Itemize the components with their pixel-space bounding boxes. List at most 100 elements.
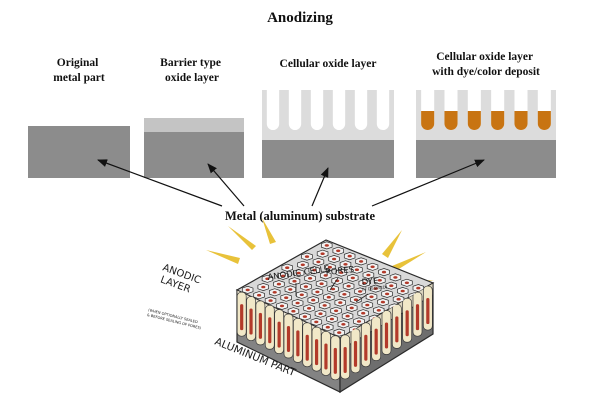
stage-3-label-line-1: Cellular oxide layer xyxy=(280,58,377,70)
hex-cell-pore xyxy=(349,306,354,310)
front-right-cell-dye xyxy=(395,316,399,343)
front-left-cell-dye xyxy=(333,347,337,374)
hex-cell-pore xyxy=(404,281,409,285)
hex-cell-pore xyxy=(323,274,328,277)
stage-2-label-line-1: Barrier type xyxy=(160,57,221,69)
stage-4-dye-deposit xyxy=(537,111,551,130)
stage-3-pore xyxy=(288,90,302,130)
hex-cell-pore xyxy=(343,263,348,266)
hex-cell-pore xyxy=(299,293,304,297)
hex-cell-pore xyxy=(358,290,363,293)
stage-2-barrier-layer xyxy=(144,118,244,132)
hex-cell-pore xyxy=(370,265,375,269)
hex-cell-pore xyxy=(329,317,334,321)
hex-cell-pore xyxy=(318,312,323,316)
hex-cell-pore xyxy=(365,303,370,307)
hex-cell-pore xyxy=(356,320,362,323)
hex-cell-pore xyxy=(373,287,378,290)
hex-cell-pore xyxy=(292,279,297,283)
stage-3-label: Cellular oxide layer xyxy=(280,58,377,70)
front-left-cell-dye xyxy=(268,317,272,344)
hex-cell-pore xyxy=(295,301,300,305)
hex-cell-pore xyxy=(314,320,319,324)
hex-cell-pore xyxy=(261,285,266,289)
hex-cell-pore xyxy=(285,266,290,270)
hex-cell-pore xyxy=(296,271,301,275)
hex-cell-pore xyxy=(325,325,330,329)
arrow-to-stage-1 xyxy=(97,159,223,207)
hex-cell-pore xyxy=(300,263,305,267)
stage-4-dye-deposit xyxy=(444,111,458,130)
stage-4-metal-block xyxy=(416,140,556,178)
hex-cell-pore xyxy=(350,276,355,280)
hex-cell-pore xyxy=(346,284,351,288)
hex-cell-pore xyxy=(319,282,324,286)
hex-cell-pore xyxy=(311,298,316,302)
hex-cell-pore xyxy=(303,285,308,288)
hex-cell-pore xyxy=(281,274,286,278)
hex-cell-pore xyxy=(332,257,337,261)
front-right-cell-dye xyxy=(343,346,347,373)
hex-cell-pore xyxy=(381,270,387,274)
hex-cell-pore xyxy=(377,279,382,282)
hex-cell-pore xyxy=(347,254,352,258)
hex-cell-pore xyxy=(308,277,313,280)
anodic-cell-cutaway xyxy=(236,285,433,381)
burst-left xyxy=(206,218,276,264)
stage-4-label-line-2: with dye/color deposit xyxy=(432,66,540,78)
hex-cell-pore xyxy=(345,314,350,318)
stage-1-metal-block xyxy=(28,126,130,178)
stage-4-pores xyxy=(421,90,551,131)
leader-dye xyxy=(355,293,369,303)
stage-4-dye-deposit xyxy=(491,111,505,131)
hex-cell-pore xyxy=(330,287,336,291)
front-left-cell-dye xyxy=(296,330,300,357)
front-right-cell-dye xyxy=(415,304,420,331)
arrow-to-stage-2 xyxy=(207,163,245,207)
stage-2-label: Barrier type oxide layer xyxy=(160,57,224,84)
hex-cell-pore xyxy=(320,252,325,255)
hex-cell-pore xyxy=(380,300,385,304)
stage-3-pore xyxy=(376,90,390,130)
hex-cell-pore xyxy=(334,309,339,313)
hex-cell-pore xyxy=(257,293,262,297)
stage-2-label-line-2: oxide layer xyxy=(165,72,219,84)
hex-cell-pore xyxy=(416,286,421,290)
front-left-cell-dye xyxy=(314,339,319,366)
hex-cell-pore xyxy=(326,295,331,299)
stage-3-pore xyxy=(266,90,280,130)
hex-cell-pore xyxy=(276,282,281,286)
leader-lines xyxy=(295,277,369,303)
hex-cell-pore xyxy=(389,284,394,288)
hex-cell-pore xyxy=(396,297,401,301)
hex-cell-pore xyxy=(362,281,367,285)
stage-1-label-line-1: Original xyxy=(57,57,99,69)
hex-cell-pore xyxy=(284,296,289,300)
stage-3-oxide-layer xyxy=(262,90,394,140)
hex-cell-pore xyxy=(338,301,343,304)
front-left-cell-dye xyxy=(277,321,281,348)
stage-3-metal-block xyxy=(262,140,394,178)
leader-pores xyxy=(329,277,339,291)
front-left-cell-dye xyxy=(240,304,244,331)
front-right-cell-dye xyxy=(426,298,430,325)
hex-cell-pore xyxy=(342,293,347,296)
hex-cell-pore xyxy=(359,260,364,263)
stage-3-pores xyxy=(266,90,390,130)
anodic-cell-tops xyxy=(241,241,425,337)
hex-cell-pore xyxy=(354,268,359,272)
stage-4-oxide-layer xyxy=(416,90,556,140)
hex-cell-pore xyxy=(369,295,374,299)
pores-label: PORES xyxy=(325,265,354,278)
arrow-to-stage-4 xyxy=(371,159,485,207)
arrow-to-stage-3 xyxy=(311,167,329,207)
front-left-cell-dye xyxy=(249,308,253,335)
hex-cell-pore xyxy=(288,288,293,291)
stage-4-dye-deposit xyxy=(467,111,481,131)
hex-cell-pore xyxy=(361,311,366,315)
stage-1-label-line-2: metal part xyxy=(53,72,105,84)
front-right-cell-dye xyxy=(374,328,378,355)
hex-cell-pore xyxy=(376,309,381,312)
hex-cell-pore xyxy=(353,298,358,302)
hex-cell-pore xyxy=(315,290,320,294)
